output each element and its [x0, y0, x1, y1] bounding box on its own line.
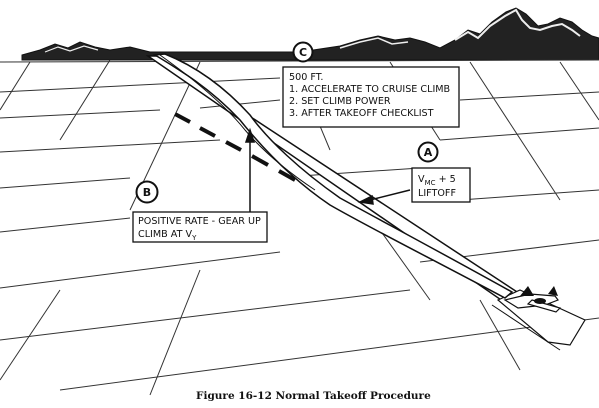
marker-c-label: C — [299, 46, 307, 59]
mountain-range — [21, 7, 599, 61]
callout-b: POSITIVE RATE - GEAR UP CLIMB AT VY — [132, 211, 268, 243]
callout-c-line-2: 1. ACCELERATE TO CRUISE CLIMB — [289, 84, 450, 95]
callout-c-line-4: 3. AFTER TAKEOFF CHECKLIST — [289, 108, 434, 119]
vy-subscript: Y — [191, 234, 197, 242]
marker-c: C — [292, 41, 314, 63]
callout-c-line-1: 500 FT. — [289, 72, 323, 83]
vmc-subscript: MC — [425, 179, 436, 187]
flight-path — [152, 53, 514, 299]
marker-a: A — [417, 141, 439, 163]
vy-base: CLIMB AT V — [138, 229, 193, 240]
marker-b-label: B — [143, 186, 151, 199]
callout-a: VMC + 5 LIFTOFF — [411, 167, 471, 203]
marker-b: B — [135, 180, 159, 204]
callout-b-line-1: POSITIVE RATE - GEAR UP — [138, 216, 261, 227]
vmc-base: V — [418, 174, 425, 185]
callout-b-line-2: CLIMB AT VY — [138, 229, 197, 242]
callout-a-line-1: VMC + 5 — [418, 174, 456, 187]
callout-a-line-2: LIFTOFF — [418, 188, 456, 199]
marker-a-label: A — [424, 146, 433, 159]
airplane — [503, 286, 562, 313]
callout-c-line-3: 2. SET CLIMB POWER — [289, 96, 391, 107]
vmc-suffix: + 5 — [436, 174, 456, 185]
runway-centerline — [174, 112, 296, 182]
figure-caption: Figure 16-12 Normal Takeoff Procedure — [196, 390, 431, 402]
callout-c: 500 FT. 1. ACCELERATE TO CRUISE CLIMB 2.… — [282, 66, 460, 128]
